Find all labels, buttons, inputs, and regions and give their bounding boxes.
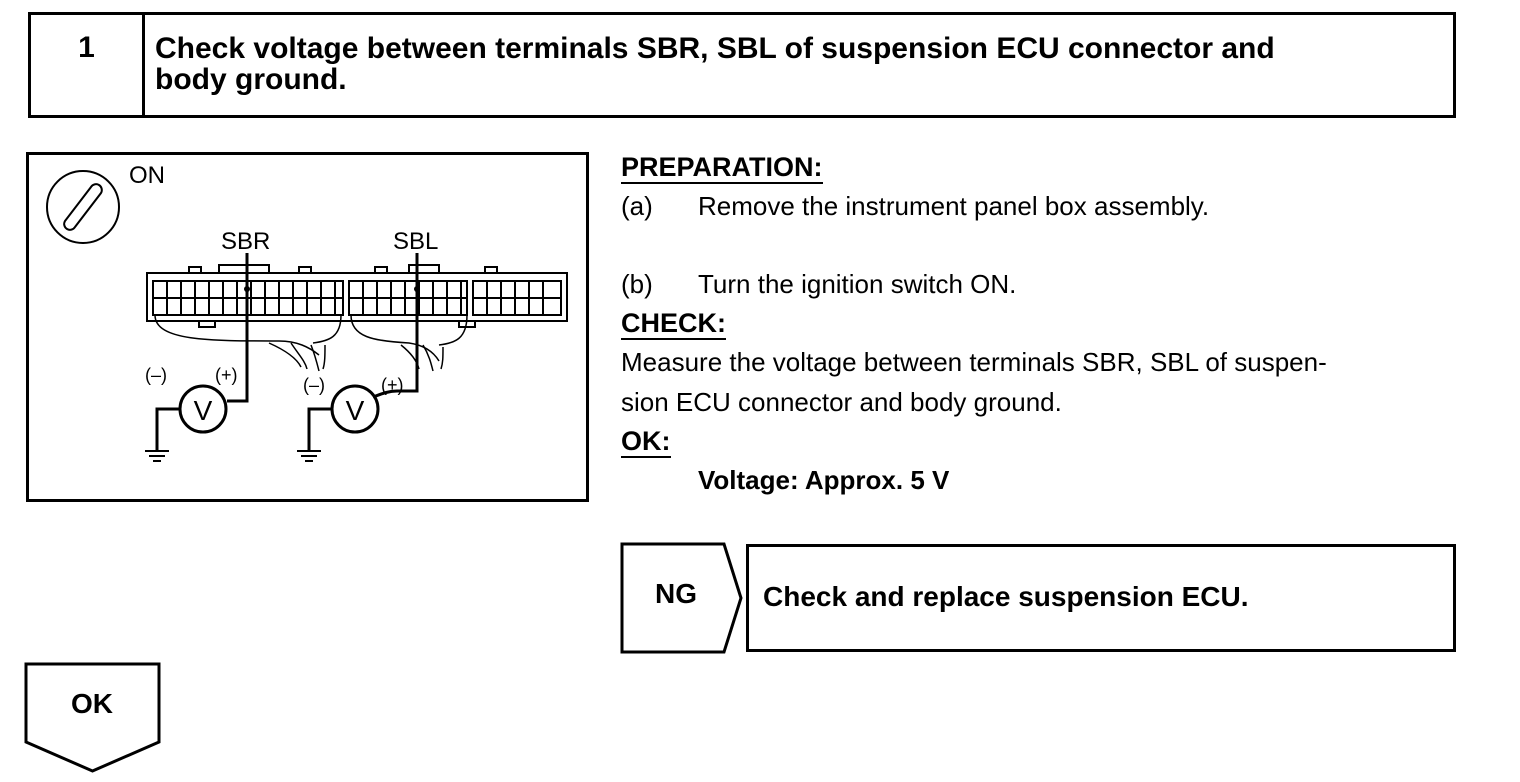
preparation-heading: PREPARATION: [621,152,823,184]
ng-action-text: Check and replace suspension ECU. [763,581,1249,612]
voltmeter-sbl-symbol: V [346,395,365,426]
wire-harness [154,314,468,372]
voltmeter-sbr-plus: (+) [215,365,238,385]
check-line1: Measure the voltage between terminals SB… [621,347,1327,377]
voltmeter-sbl: V [297,384,398,462]
step-header: 1 Check voltage between terminals SBR, S… [28,12,1456,118]
voltmeter-sbr: V [145,384,228,462]
terminal-sbr-label: SBR [221,228,270,255]
wiring-illustration: ON SBR SBL [26,152,589,502]
preparation-item-a-text: Remove the instrument panel box assembly… [698,191,1210,221]
ignition-key-icon [46,170,120,244]
step-title-line1: Check voltage between terminals SBR, SBL… [155,32,1275,65]
preparation-item-b-letter: (b) [621,269,653,299]
check-line2: sion ECU connector and body ground. [621,387,1062,417]
ng-pointer-shape [620,542,744,654]
step-number-cell: 1 [31,15,145,115]
terminal-sbl-label: SBL [393,228,438,255]
preparation-item-b: (b) Turn the ignition switch ON. [621,264,1016,304]
check-heading: CHECK: [621,308,726,340]
sbl-probe-point [414,286,420,292]
sbr-probe-point [244,286,250,292]
ok-pointer-shape [24,662,162,774]
preparation-item-a-letter: (a) [621,191,653,221]
ecu-connector [146,264,568,328]
step-title-line2: body ground. [155,63,347,96]
ng-label: NG [655,578,697,609]
ok-spec-value: Voltage: Approx. 5 V [698,465,950,495]
ok-spec-heading: OK: [621,426,671,458]
preparation-item-b-text: Turn the ignition switch ON. [698,269,1017,299]
ok-label: OK [71,688,113,719]
voltmeter-sbl-plus: (+) [381,375,404,395]
voltmeter-sbr-symbol: V [194,395,213,426]
step-number: 1 [78,31,95,64]
connector-diagram: ON SBR SBL [46,162,568,462]
voltmeter-sbr-minus: (–) [145,365,167,385]
preparation-item-a: (a) Remove the instrument panel box assem… [621,186,1209,226]
ng-action-box: Check and replace suspension ECU. [746,544,1456,652]
probe-wires [227,253,419,403]
voltmeter-sbl-minus: (–) [303,375,325,395]
step-title: Check voltage between terminals SBR, SBL… [155,33,1445,95]
ignition-on-label: ON [129,162,165,189]
